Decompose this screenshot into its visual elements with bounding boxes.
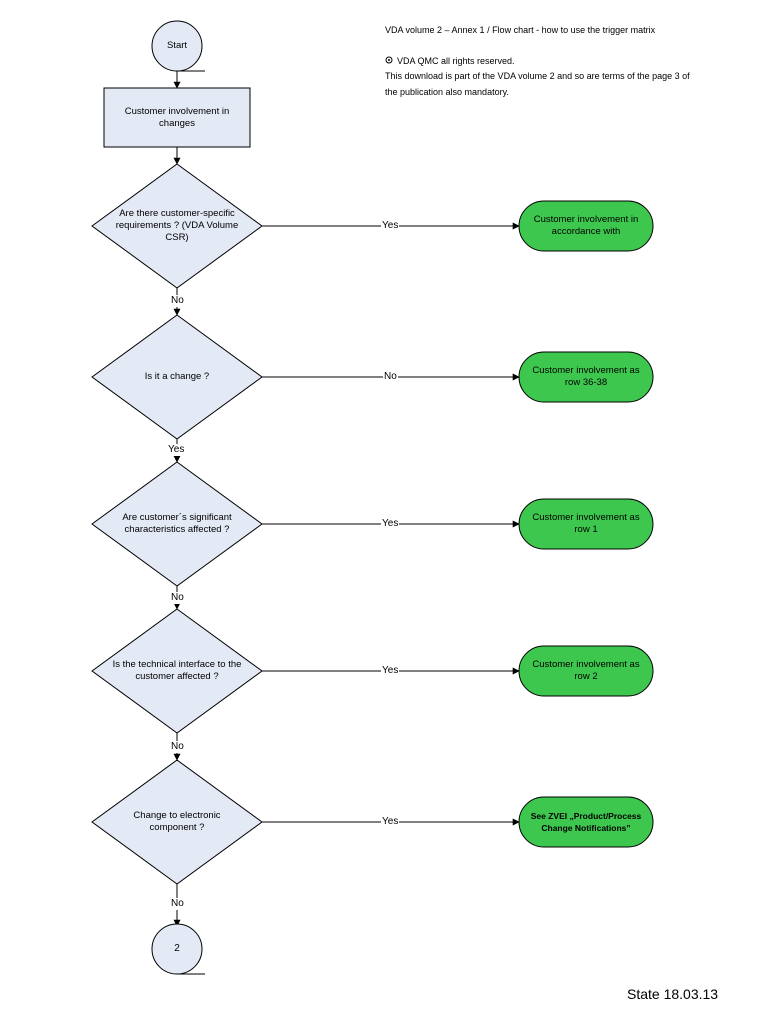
decision-text-2: Is it a change ?: [144, 371, 210, 382]
footer-state: State 18.03.13: [627, 986, 719, 1002]
down-label-5: No: [170, 898, 185, 910]
outcome-pill-5: [518, 796, 654, 848]
down-label-2: Yes: [167, 444, 186, 456]
down-label-1: No: [170, 295, 185, 307]
decision-text-5: Change to electronic component ?: [133, 810, 221, 833]
branch-label-4: Yes: [381, 665, 400, 677]
branch-label-5: Yes: [381, 816, 400, 828]
outcome-text-2: Customer involvement as row 36-38: [532, 365, 640, 388]
outcome-text-4: Customer involvement as row 2: [532, 659, 640, 682]
outcome-text-5: See ZVEI „Product/Process Change Notific…: [530, 811, 642, 833]
outcome-text-3: Customer involvement as row 1: [532, 512, 640, 535]
decision-text-1: Are there customer-specific requirements…: [115, 208, 239, 243]
down-label-3: No: [170, 592, 185, 604]
end-connector-label: 2: [174, 943, 180, 954]
notice-line-2: the publication also mandatory.: [385, 87, 509, 97]
outcome-pill-2: [518, 351, 654, 403]
outcome-text-1: Customer involvement in accordance with: [533, 214, 639, 237]
down-label-4: No: [170, 741, 185, 753]
branch-label-2: No: [383, 371, 398, 383]
decision-text-4: Is the technical interface to the custom…: [112, 659, 242, 682]
notice-line-1: This download is part of the VDA volume …: [385, 71, 690, 81]
process-label: Customer involvement in changes: [124, 105, 230, 129]
branch-label-3: Yes: [381, 518, 400, 530]
outcome-pill-3: [518, 498, 654, 550]
process-box: [103, 87, 251, 148]
outcome-pill-1: [518, 200, 654, 252]
start-label: Start: [166, 40, 188, 51]
branch-label-1: Yes: [381, 220, 400, 232]
document-title: VDA volume 2 – Annex 1 / Flow chart - ho…: [385, 25, 656, 35]
copyright-text: VDA QMC all rights reserved.: [397, 56, 515, 66]
decision-text-3: Are customer´s significant characteristi…: [122, 512, 232, 535]
copyright-icon: [385, 56, 393, 64]
copyright-icon-dot: [388, 59, 390, 61]
outcome-pill-4: [518, 645, 654, 697]
